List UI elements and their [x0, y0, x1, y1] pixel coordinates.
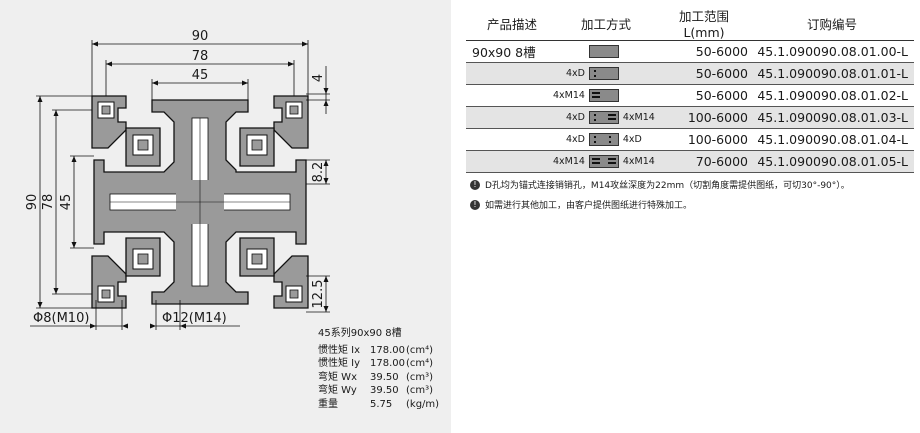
machining-bar-icon — [588, 111, 619, 124]
dim-left-90: 90 — [25, 194, 40, 211]
dim-top-45: 45 — [192, 68, 209, 83]
dim-left-45: 45 — [59, 194, 74, 211]
row-description: 90x90 8槽 — [466, 40, 552, 63]
row-range: 70-6000 — [660, 150, 756, 173]
method-left-label: 4xD — [565, 134, 585, 145]
profile-drawing: 90 78 45 90 78 45 4 8.2 12.5 Φ8(M10) Φ12… — [25, 29, 330, 330]
row-order-code: 45.1.090090.08.01.01-L — [756, 62, 914, 85]
info-icon: ! — [470, 179, 480, 190]
row-method: 4xM14 4xM14 — [552, 150, 660, 173]
row-description — [466, 106, 552, 129]
row-description — [466, 128, 552, 151]
row-range: 100-6000 — [660, 128, 756, 151]
note-text: D孔均为锚式连接销销孔，M14攻丝深度为22mm（切割角度需提供图纸，可切30°… — [485, 181, 850, 191]
dim-left-78: 78 — [41, 194, 56, 211]
dim-right-12-5: 12.5 — [311, 280, 326, 309]
row-order-code: 45.1.090090.08.01.04-L — [756, 128, 914, 151]
table-header-row: 产品描述 加工方式 加工范围L(mm) 订购编号 — [466, 6, 914, 41]
dim-top-78: 78 — [192, 49, 209, 64]
method-left-label: 4xM14 — [553, 90, 585, 101]
method-left-label: 4xM14 — [553, 156, 585, 167]
dim-bottom-hole-8: Φ8(M10) — [33, 311, 89, 326]
row-range: 50-6000 — [660, 62, 756, 85]
row-range: 50-6000 — [660, 84, 756, 107]
machining-bar-icon — [588, 155, 619, 168]
machining-bar-icon — [588, 133, 619, 146]
row-method: 4xM14 — [552, 84, 660, 107]
row-order-code: 45.1.090090.08.01.02-L — [756, 84, 914, 107]
row-order-code: 45.1.090090.08.01.03-L — [756, 106, 914, 129]
row-method — [552, 40, 660, 63]
row-order-code: 45.1.090090.08.01.00-L — [756, 40, 914, 63]
dim-right-8-2: 8.2 — [311, 162, 326, 183]
dim-right-4: 4 — [311, 74, 326, 82]
note-2: ! 如需进行其他加工，由客户提供图纸进行特殊加工。 — [470, 198, 692, 211]
machining-bar-icon — [588, 89, 619, 102]
method-left-label: 4xD — [565, 112, 585, 123]
machining-bar-icon — [588, 45, 619, 58]
row-method: 4xD — [552, 62, 660, 85]
header-order-code: 订购编号 — [756, 6, 914, 41]
drawing-panel: 90 78 45 90 78 45 4 8.2 12.5 Φ8(M10) Φ12… — [0, 0, 451, 433]
row-description — [466, 62, 552, 85]
row-method: 4xD 4xD — [552, 128, 660, 151]
method-right-label: 4xD — [622, 134, 642, 145]
row-range: 50-6000 — [660, 40, 756, 63]
row-order-code: 45.1.090090.08.01.05-L — [756, 150, 914, 173]
dim-top-90: 90 — [192, 29, 209, 44]
dim-bottom-hole-12: Φ12(M14) — [162, 311, 227, 326]
method-left-label: 4xD — [565, 68, 585, 79]
method-right-label: 4xM14 — [622, 112, 655, 123]
row-description — [466, 150, 552, 173]
header-method: 加工方式 — [552, 6, 660, 41]
header-range: 加工范围L(mm) — [660, 6, 756, 41]
row-method: 4xD 4xM14 — [552, 106, 660, 129]
note-text: 如需进行其他加工，由客户提供图纸进行特殊加工。 — [485, 201, 693, 211]
profile-title: 45系列90x90 8槽 — [318, 328, 402, 339]
note-1: ! D孔均为锚式连接销销孔，M14攻丝深度为22mm（切割角度需提供图纸，可切3… — [470, 178, 850, 191]
row-description — [466, 84, 552, 107]
method-right-label: 4xM14 — [622, 156, 655, 167]
ordering-table: 产品描述 加工方式 加工范围L(mm) 订购编号 90x90 8槽 50-6000… — [466, 6, 914, 173]
header-description: 产品描述 — [466, 6, 552, 41]
machining-bar-icon — [588, 67, 619, 80]
row-range: 100-6000 — [660, 106, 756, 129]
info-icon: ! — [470, 199, 480, 210]
